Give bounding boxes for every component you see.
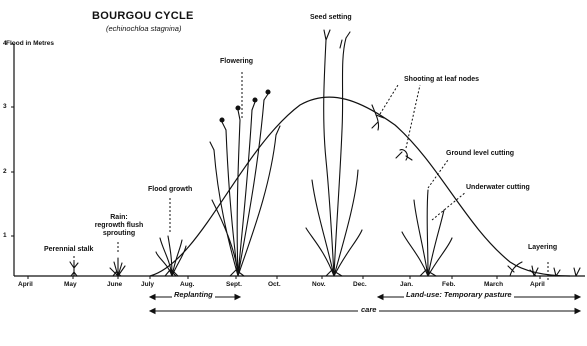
land-use-label: Land-use: Temporary pasture	[404, 290, 514, 299]
leader-shooting-2	[406, 85, 420, 148]
month-label: Jan.	[400, 281, 413, 288]
y-tick-1: 1	[3, 232, 7, 239]
month-label: April	[18, 281, 33, 288]
care-arrow-right-head	[575, 309, 580, 314]
month-label: July	[141, 281, 154, 288]
land-use-arrow-left-head	[378, 295, 383, 300]
flood-growth-plant	[156, 236, 186, 276]
y-tick-2: 2	[3, 168, 7, 175]
care-arrow-left-head	[150, 309, 155, 314]
diagram-subtitle: (echinochloa stagnina)	[106, 24, 181, 33]
month-label: Dec.	[353, 281, 367, 288]
replanting-arrow-left-head	[150, 295, 155, 300]
underwater-cutting-label: Underwater cutting	[466, 184, 530, 192]
ground-cutting-plant	[402, 190, 452, 276]
month-label: March	[484, 281, 503, 288]
y-axis-label: Flood in Metres	[6, 40, 54, 47]
seed-setting-label: Seed setting	[310, 14, 352, 22]
replanting-arrow-right-head	[235, 295, 240, 300]
layering-label: Layering	[528, 244, 557, 252]
month-label: Sept.	[226, 281, 242, 288]
month-label: Oct.	[268, 281, 281, 288]
flowering-plant	[210, 90, 280, 276]
month-label: Nov.	[312, 281, 326, 288]
month-label: Feb.	[442, 281, 455, 288]
perennial-stalk-plant	[70, 262, 78, 276]
land-use-arrow-right-head	[575, 295, 580, 300]
care-label: care	[358, 305, 379, 314]
regrowth-label: Rain: regrowth flush sprouting	[84, 214, 154, 238]
regrowth-label-line: regrowth flush	[84, 222, 154, 230]
month-label: April	[530, 281, 545, 288]
y-tick-4: 4	[3, 40, 7, 47]
replanting-label: Replanting	[172, 290, 215, 299]
month-label: Aug.	[180, 281, 194, 288]
seed-setting-plant	[306, 30, 362, 276]
month-label: June	[107, 281, 122, 288]
regrowth-label-line: Rain:	[84, 214, 154, 222]
regrowth-label-line: sprouting	[84, 230, 154, 238]
month-label: May	[64, 281, 77, 288]
shooting-label: Shooting at leaf nodes	[404, 76, 479, 84]
ground-cutting-label: Ground level cutting	[446, 150, 514, 158]
flood-growth-label: Flood growth	[148, 186, 192, 194]
perennial-stalk-label: Perennial stalk	[44, 246, 93, 254]
y-tick-3: 3	[3, 103, 7, 110]
leader-shooting-1	[380, 85, 398, 114]
diagram-title: BOURGOU CYCLE	[92, 10, 194, 22]
regrowth-plant	[110, 258, 125, 276]
flowering-label: Flowering	[220, 58, 253, 66]
